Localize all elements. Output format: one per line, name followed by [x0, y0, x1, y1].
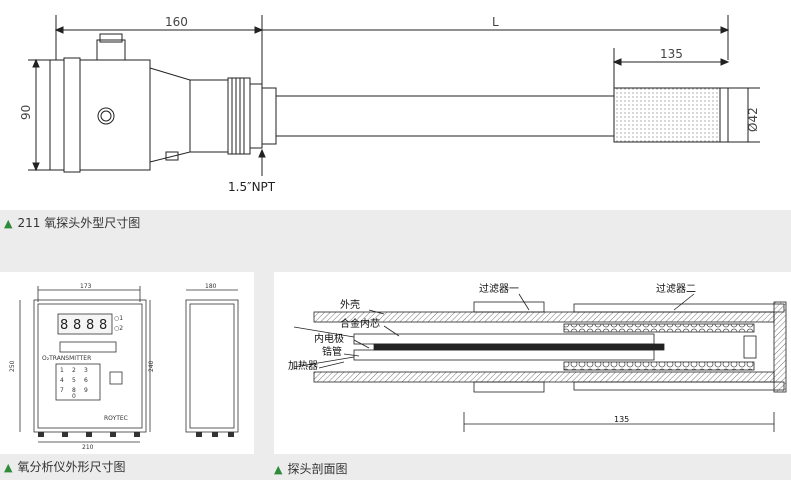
keypad-key: 4 [60, 377, 64, 384]
dim-probe-length: L [492, 15, 499, 29]
dim-height-right: 240 [148, 360, 155, 372]
label-alloy-core: 合金内芯 [340, 317, 380, 330]
caption-probe-outline: ▲211 氧探头外型尺寸图 [4, 216, 141, 230]
caption-probe-section: ▲探头剖面图 [274, 462, 348, 476]
triangle-marker-icon: ▲ [4, 461, 13, 474]
dim-filter-length: 135 [660, 47, 683, 61]
display-digit: 8 [60, 318, 68, 333]
dim-width-top: 173 [80, 283, 92, 290]
label-inner-electrode: 内电极 [314, 332, 344, 345]
dim-height: 90 [19, 105, 33, 120]
device-label: O₂TRANSMITTER [42, 355, 91, 362]
dim-bottom-width: 210 [82, 444, 94, 451]
led-label-1: ○1 [114, 315, 123, 322]
keypad-key: 5 [72, 377, 76, 384]
keypad-key: 3 [84, 367, 88, 374]
keypad-key: 8 [72, 387, 76, 394]
thread-spec: 1.5″NPT [228, 180, 276, 194]
label-filter-1: 过滤器一 [479, 282, 519, 295]
brand-label: ROYTEC [104, 415, 128, 422]
probe-section-drawing: 过滤器一 过滤器二 外壳 合金内芯 内电极 锆管 加热器 135 [288, 282, 787, 432]
label-shell: 外壳 [340, 298, 360, 311]
display-digit: 8 [99, 318, 107, 333]
dim-head-length: 160 [165, 15, 188, 29]
keypad-key: 2 [72, 367, 76, 374]
keypad-key: 6 [84, 377, 88, 384]
led-label-2: ○2 [114, 325, 123, 332]
probe-outline-drawing: 160 L 135 90 Ø42 1.5″NPT [19, 15, 760, 194]
probe-section-panel: 过滤器一 过滤器二 外壳 合金内芯 内电极 锆管 加热器 135 [274, 272, 791, 454]
keypad-key: 7 [60, 387, 64, 394]
analyzer-outline-panel: 173 180 210 250 240 O₂TRANSMITTER ROYTEC… [0, 272, 254, 454]
dim-height-left: 250 [9, 360, 16, 372]
display-digit: 8 [86, 318, 94, 333]
dim-diameter: Ø42 [746, 107, 760, 132]
keypad-key: 0 [72, 393, 76, 400]
label-filter-2: 过滤器二 [656, 282, 696, 295]
label-zirconia-tube: 锆管 [322, 345, 342, 358]
dim-filter: 135 [614, 415, 629, 424]
triangle-marker-icon: ▲ [4, 217, 13, 230]
triangle-marker-icon: ▲ [274, 463, 283, 476]
keypad-key: 9 [84, 387, 88, 394]
label-heater: 加热器 [288, 359, 318, 372]
analyzer-outline-drawing: 173 180 210 250 240 O₂TRANSMITTER ROYTEC… [9, 283, 239, 451]
keypad-key: 1 [60, 367, 64, 374]
probe-outline-panel: 160 L 135 90 Ø42 1.5″NPT [0, 0, 791, 210]
dim-side-depth: 180 [205, 283, 217, 290]
caption-analyzer-outline: ▲氧分析仪外形尺寸图 [4, 460, 126, 474]
display-digit: 8 [73, 318, 81, 333]
